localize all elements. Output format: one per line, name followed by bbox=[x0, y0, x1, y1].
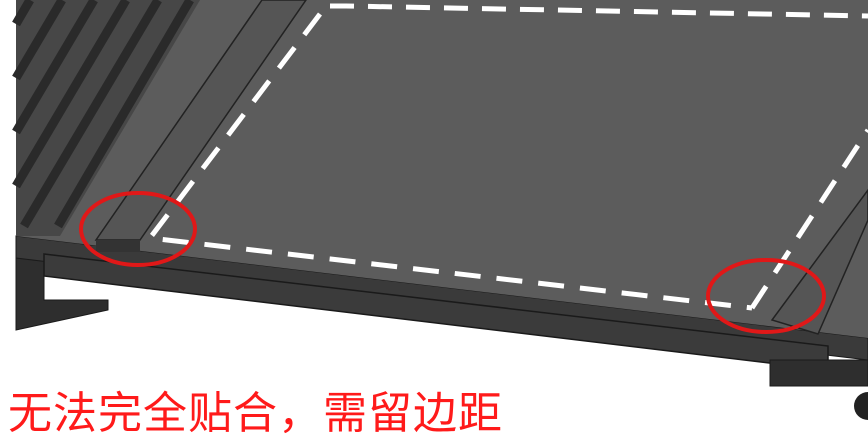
dashed-fit-outline bbox=[330, 3, 868, 19]
product-diagram bbox=[12, 0, 868, 420]
right-foot bbox=[769, 359, 868, 387]
gap-highlight-right bbox=[706, 258, 826, 334]
right-wheel bbox=[854, 392, 868, 420]
caption-text: 无法完全贴合，需留边距 bbox=[8, 388, 503, 439]
dashed-fit-outline-left bbox=[145, 12, 753, 311]
dashed-fit-outline-right bbox=[749, 128, 868, 310]
left-rail-edge bbox=[96, 240, 140, 252]
right-rail-top bbox=[770, 188, 868, 335]
gap-highlight-left bbox=[79, 191, 197, 267]
heatsink-fins bbox=[12, 0, 200, 236]
